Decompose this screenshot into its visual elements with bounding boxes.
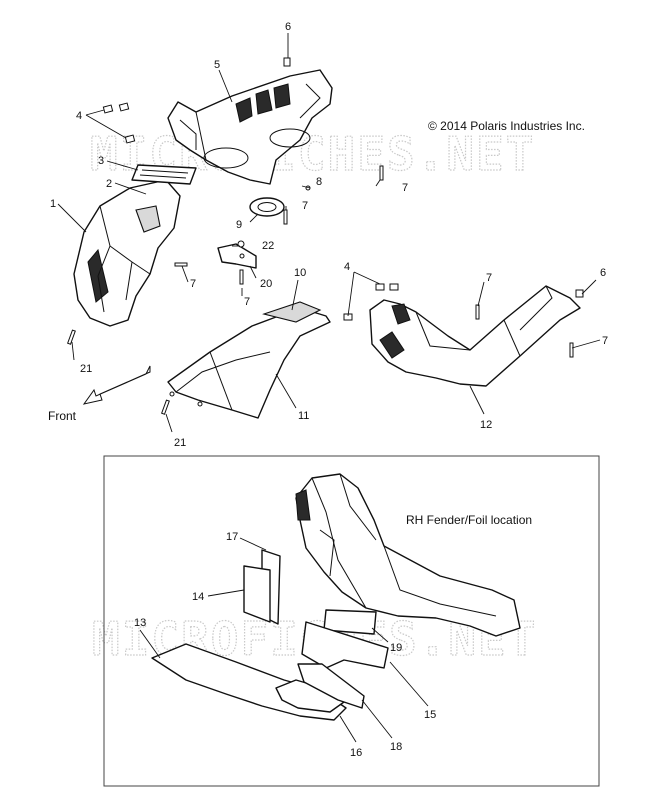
callout-6-right: 6 — [600, 267, 606, 279]
callout-19: 19 — [390, 642, 402, 654]
callout-9: 9 — [236, 219, 242, 231]
callout-15: 15 — [424, 709, 436, 721]
callout-21-left: 21 — [80, 363, 92, 375]
callout-20: 20 — [260, 278, 272, 290]
callout-2: 2 — [106, 178, 112, 190]
callout-18: 18 — [390, 741, 402, 753]
callout-7-d: 7 — [190, 278, 196, 290]
part-15-foil — [301, 621, 389, 669]
callout-7-b: 7 — [302, 200, 308, 212]
callout-13: 13 — [134, 617, 146, 629]
callout-17: 17 — [226, 531, 238, 543]
inset-caption: RH Fender/Foil location — [406, 513, 532, 527]
callout-3: 3 — [98, 155, 104, 167]
copyright-text: © 2014 Polaris Industries Inc. — [428, 119, 585, 133]
callout-11: 11 — [298, 410, 309, 422]
leader-lines-inset — [139, 537, 429, 743]
callout-7-c: 7 — [244, 296, 250, 308]
front-label: Front — [48, 409, 77, 423]
callout-6-top: 6 — [285, 21, 291, 33]
callout-5: 5 — [214, 59, 220, 71]
callout-7-a: 7 — [402, 182, 408, 194]
callout-4-right: 4 — [344, 261, 350, 273]
callout-7-e: 7 — [486, 272, 492, 284]
part-5-console-cover — [167, 69, 333, 185]
part-20-bracket — [217, 240, 257, 269]
part-3-decal — [131, 164, 197, 185]
callouts-top: 6 5 4 3 2 1 7 8 9 7 22 20 7 7 21 10 11 2… — [50, 21, 608, 449]
callout-22: 22 — [262, 240, 274, 252]
leader-lines-top — [57, 33, 601, 433]
part-11-side-panel — [167, 301, 331, 419]
callout-12: 12 — [480, 419, 492, 431]
inset-rh-fender — [295, 473, 521, 637]
callout-21-bottom: 21 — [174, 437, 186, 449]
part-19-foil — [323, 609, 377, 635]
part-1-front-cowl — [73, 179, 181, 327]
part-18-foil — [297, 663, 365, 709]
callout-1: 1 — [50, 198, 56, 210]
callout-10: 10 — [294, 267, 306, 279]
front-arrow-icon — [82, 365, 151, 405]
fasteners — [67, 57, 584, 415]
callout-7-f: 7 — [602, 335, 608, 347]
callouts-inset: 17 14 13 19 15 16 18 — [134, 531, 436, 759]
callout-4-left: 4 — [76, 110, 82, 122]
callout-8: 8 — [316, 176, 322, 188]
callout-14: 14 — [192, 591, 204, 603]
callout-16: 16 — [350, 747, 362, 759]
part-16-foil — [275, 679, 345, 713]
part-9-grommet — [249, 197, 285, 217]
part-14-foil — [243, 565, 271, 623]
part-12-rh-fender — [369, 285, 581, 387]
inset-frame — [103, 455, 600, 787]
part-3-decal-hatch — [139, 169, 189, 179]
